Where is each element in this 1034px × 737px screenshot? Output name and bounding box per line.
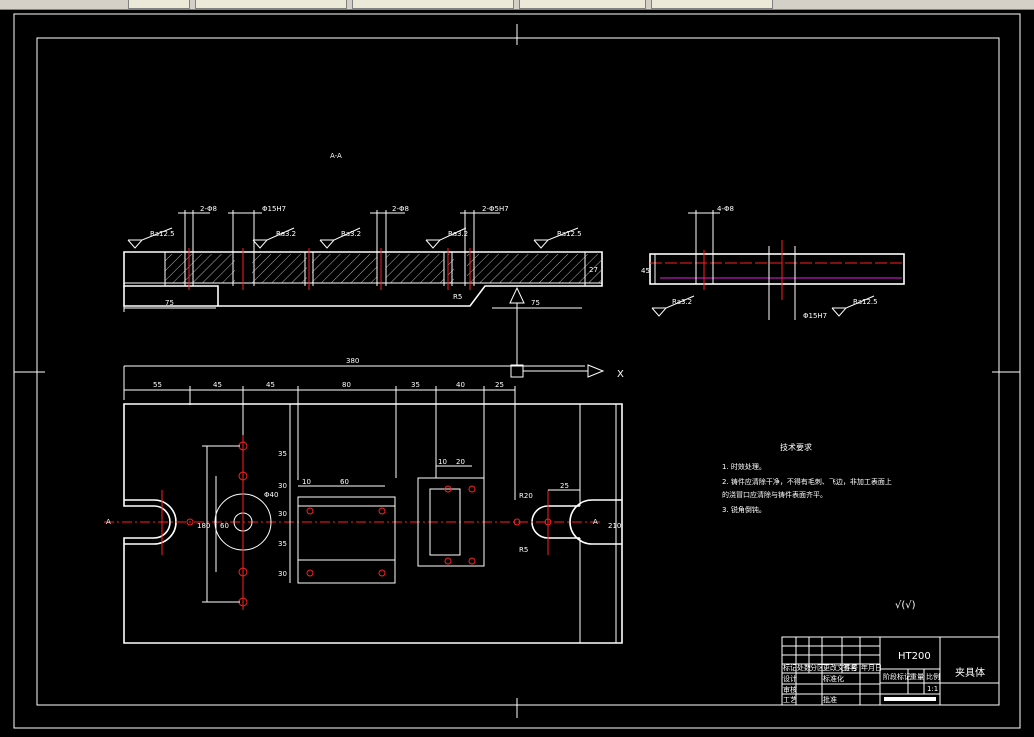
dim-text: 210 xyxy=(608,522,621,530)
dim-text: 55 xyxy=(153,381,162,389)
dim-text: 2-Φ8 xyxy=(392,205,409,213)
toolbar-tab[interactable] xyxy=(195,0,347,9)
roughness-text: Ra3.2 xyxy=(276,230,296,238)
title-block-label: 批准 xyxy=(823,695,837,704)
surface-finish-symbol: √(√) xyxy=(895,600,916,611)
dim-text: 2-Φ5H7 xyxy=(482,205,509,213)
part-name-text: 夹具体 xyxy=(955,666,985,679)
scale-value: 1:1 xyxy=(927,685,938,693)
dim-text: 35 xyxy=(278,450,287,458)
dim-text: 27 xyxy=(589,266,598,274)
axis-mark: X xyxy=(617,369,624,380)
dim-text: 30 xyxy=(278,570,287,578)
roughness-text: Ra3.2 xyxy=(341,230,361,238)
title-block: HT200 夹具体 标记 处数 分区 更改文件号 签名 年月日 设计 标准化 审… xyxy=(781,636,1000,706)
tech-req-title: 技术要求 xyxy=(780,442,812,452)
dim-text: 2-Φ8 xyxy=(200,205,217,213)
title-block-label: 标记 xyxy=(783,663,797,672)
dim-text: 75 xyxy=(531,299,540,307)
dim-text: 10 xyxy=(302,478,311,486)
toolbar-tab[interactable] xyxy=(519,0,646,9)
material-text: HT200 xyxy=(898,651,931,662)
dim-text: 180 xyxy=(197,522,210,530)
dim-text: 75 xyxy=(165,299,174,307)
dim-text: R5 xyxy=(453,293,462,301)
dim-text: R5 xyxy=(519,546,528,554)
title-block-label: 分区 xyxy=(810,663,824,672)
dim-text: 80 xyxy=(342,381,351,389)
section-mark: A xyxy=(593,518,598,526)
title-block-label: 处数 xyxy=(797,663,811,672)
title-block-label: 更改文件号 xyxy=(823,663,858,672)
cad-drawing-canvas[interactable]: A-A xyxy=(0,10,1034,733)
title-block-label: 审核 xyxy=(783,685,797,694)
dim-text: 20 xyxy=(456,458,465,466)
dim-text: 60 xyxy=(340,478,349,486)
dim-text: 30 xyxy=(278,482,287,490)
toolbar-tab[interactable] xyxy=(352,0,514,9)
title-block-label: 工艺 xyxy=(783,696,797,704)
tech-req-item: 的浇冒口应清除与铸件表面齐平。 xyxy=(722,490,827,499)
roughness-text: Ra12.5 xyxy=(853,298,878,306)
title-block-label: 设计 xyxy=(783,674,797,683)
dim-text: 45 xyxy=(641,267,650,275)
inner-frame xyxy=(36,37,1000,706)
section-view: 2-Φ8 Φ15H7 2-Φ8 2-Φ5H7 Ra12.5 Ra3.2 Ra3.… xyxy=(123,205,603,365)
dim-text: 40 xyxy=(456,381,465,389)
dim-text: 35 xyxy=(411,381,420,389)
title-block-label: 阶段标记 xyxy=(883,672,911,681)
roughness-text: Ra3.2 xyxy=(448,230,468,238)
dim-text: 25 xyxy=(495,381,504,389)
section-mark: A xyxy=(106,518,111,526)
title-block-label: 年月日 xyxy=(861,663,882,672)
roughness-text: Ra3.2 xyxy=(672,298,692,306)
tech-req-item: 3. 锐角倒钝。 xyxy=(722,505,766,514)
dim-text: 380 xyxy=(346,357,359,365)
drawing-svg: A-A xyxy=(13,13,1021,729)
outer-frame xyxy=(13,13,1021,729)
toolbar-tab[interactable] xyxy=(128,0,190,9)
roughness-text: Ra12.5 xyxy=(150,230,175,238)
tech-req-item: 1. 时效处理。 xyxy=(722,462,766,471)
dim-text: 4-Φ8 xyxy=(717,205,734,213)
dim-text: Φ15H7 xyxy=(803,312,827,320)
title-block-label: 标准化 xyxy=(823,674,844,683)
title-block-label: 签名 xyxy=(843,663,857,672)
section-label: A-A xyxy=(330,152,342,160)
dim-text: 45 xyxy=(213,381,222,389)
center-marks xyxy=(14,24,1020,718)
title-block-label: 重量 xyxy=(910,673,924,681)
dim-text: Φ40 xyxy=(264,491,278,499)
roughness-text: Ra12.5 xyxy=(557,230,582,238)
dim-text: Φ15H7 xyxy=(262,205,286,213)
dim-text: 30 xyxy=(278,510,287,518)
dim-text: R20 xyxy=(519,492,533,500)
toolbar-tab[interactable] xyxy=(651,0,773,9)
side-view: 4-Φ8 45 Φ15H7 Ra3.2 Ra12.5 xyxy=(641,205,905,320)
window-toolbar xyxy=(0,0,1034,10)
plan-view: 380 X 55 45 45 80 35 40 25 A A xyxy=(104,357,624,644)
dim-text: 45 xyxy=(266,381,275,389)
title-block-label: 比例 xyxy=(926,672,940,681)
dim-text: 25 xyxy=(560,482,569,490)
technical-requirements: 技术要求 1. 时效处理。 2. 铸件应清除干净，不得有毛刺、飞边，非加工表面上… xyxy=(722,442,916,611)
dim-text: 10 xyxy=(438,458,447,466)
dim-text: 60 xyxy=(220,522,229,530)
tech-req-item: 2. 铸件应清除干净，不得有毛刺、飞边，非加工表面上 xyxy=(722,477,892,486)
dim-text: 35 xyxy=(278,540,287,548)
